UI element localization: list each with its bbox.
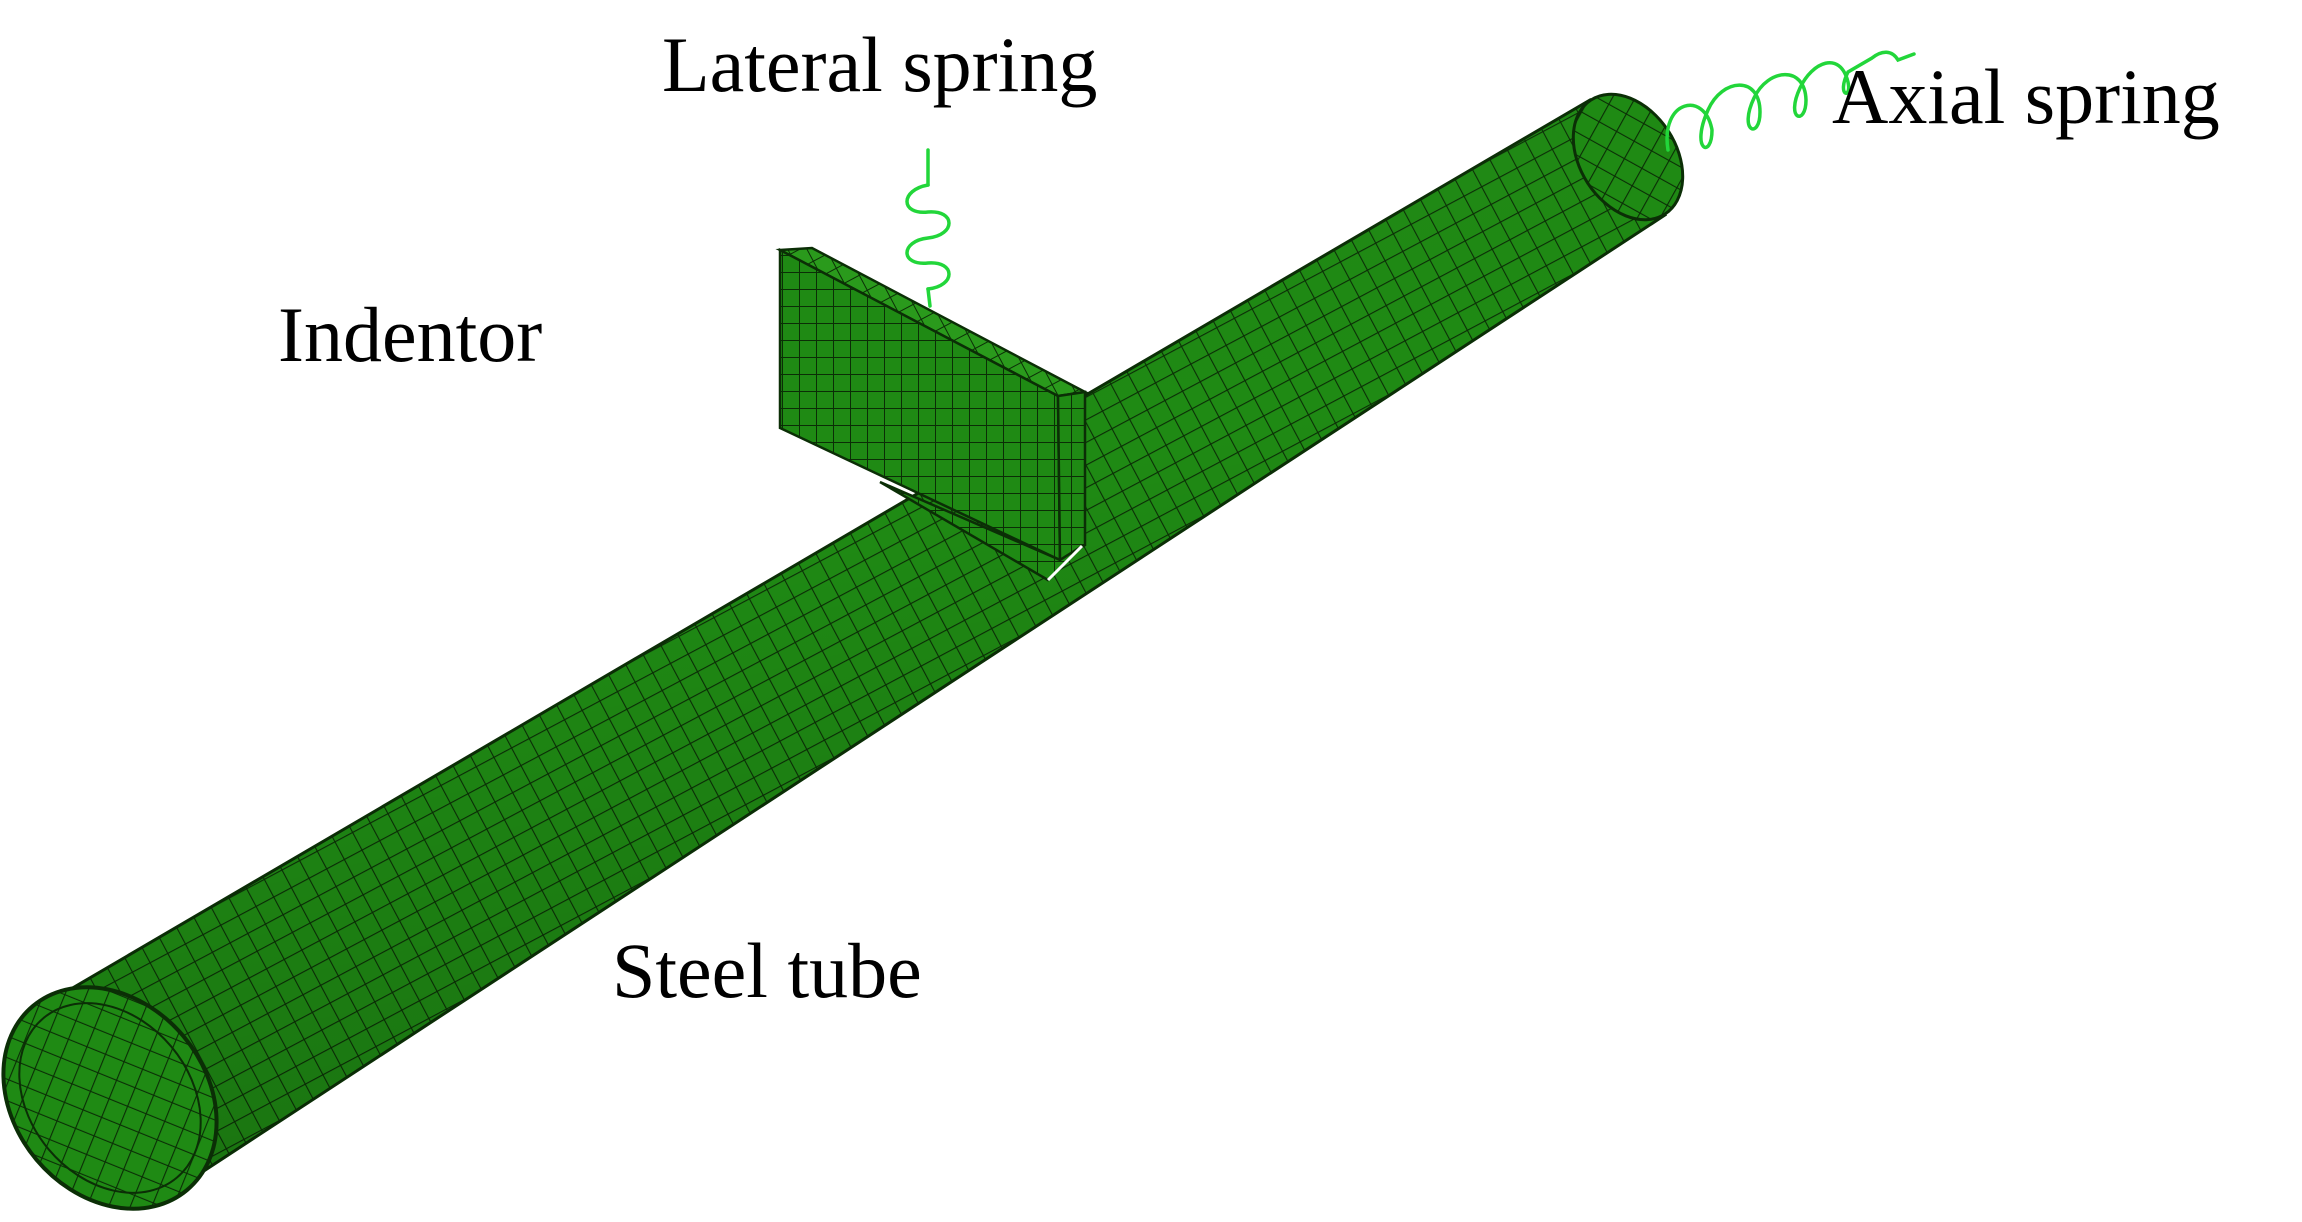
lateral-spring — [905, 148, 951, 308]
axial-spring-label: Axial spring — [1832, 53, 2220, 140]
axial-spring — [1665, 50, 1916, 152]
indentor — [775, 246, 1089, 582]
indentor-label: Indentor — [278, 291, 543, 378]
steel-tube-label: Steel tube — [612, 927, 922, 1014]
steel-tube — [1, 92, 1685, 1211]
lateral-spring-label: Lateral spring — [662, 21, 1098, 108]
